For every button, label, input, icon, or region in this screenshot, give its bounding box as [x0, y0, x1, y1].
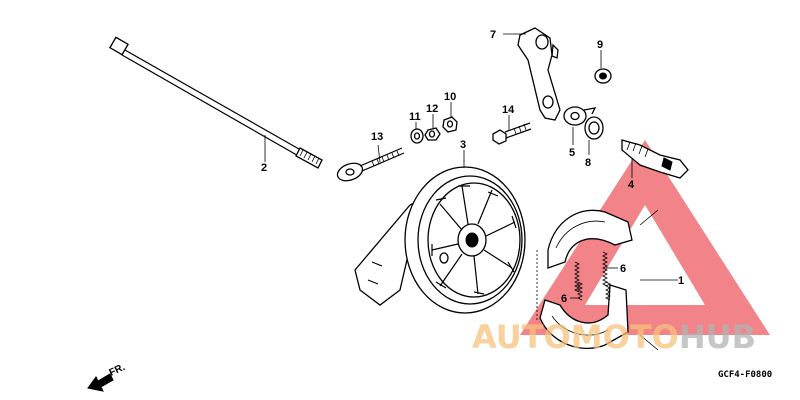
callout-9: 9: [597, 39, 603, 51]
callout-3: 3: [460, 139, 466, 151]
washer-11: [410, 128, 424, 144]
brake-arm: [517, 27, 561, 121]
bolt-14: [492, 122, 532, 145]
svg-text:AUTOMOTOHUB: AUTOMOTOHUB: [472, 318, 756, 356]
watermark-part-1: AUTO: [472, 318, 571, 356]
callout-5: 5: [569, 147, 575, 159]
nut-9: [594, 68, 612, 84]
callout-7: 7: [490, 29, 496, 41]
lock-washer-12: [424, 127, 441, 141]
hub-spokes: [431, 185, 517, 295]
callout-6-lower: 6: [561, 293, 567, 305]
brake-rod-bolt: [336, 147, 405, 182]
callout-4: 4: [628, 179, 635, 191]
callout-10: 10: [444, 91, 456, 103]
brake-panel: [354, 166, 526, 314]
watermark-text: AUTOMOTOHUB: [472, 318, 756, 356]
arrow-icon: [87, 373, 114, 392]
callout-13: 13: [371, 131, 383, 143]
axle-thread: [295, 147, 323, 169]
callout-12: 12: [426, 103, 438, 115]
callout-8: 8: [585, 157, 591, 169]
callout-1: 1: [678, 275, 684, 287]
brake-cam-4: [621, 139, 689, 179]
leader-lines: [264, 33, 678, 299]
callout-11: 11: [409, 111, 421, 123]
callout-14: 14: [502, 104, 515, 116]
axle-shaft: [109, 36, 323, 169]
brake-shoes: [536, 209, 659, 351]
callout-6-upper: 6: [620, 263, 626, 275]
felt-seal-8: [584, 116, 604, 140]
diagram-code: GCF4-F0800: [718, 370, 772, 380]
springs: [574, 251, 611, 301]
watermark-part-3: HUB: [679, 318, 756, 356]
wear-indicator-5: [563, 106, 597, 126]
callout-2: 2: [261, 162, 267, 174]
watermark-part-2: MOTO: [571, 318, 679, 356]
front-direction-indicator: FR.: [87, 362, 127, 392]
direction-label: FR.: [108, 362, 127, 379]
nut-10: [442, 116, 458, 133]
